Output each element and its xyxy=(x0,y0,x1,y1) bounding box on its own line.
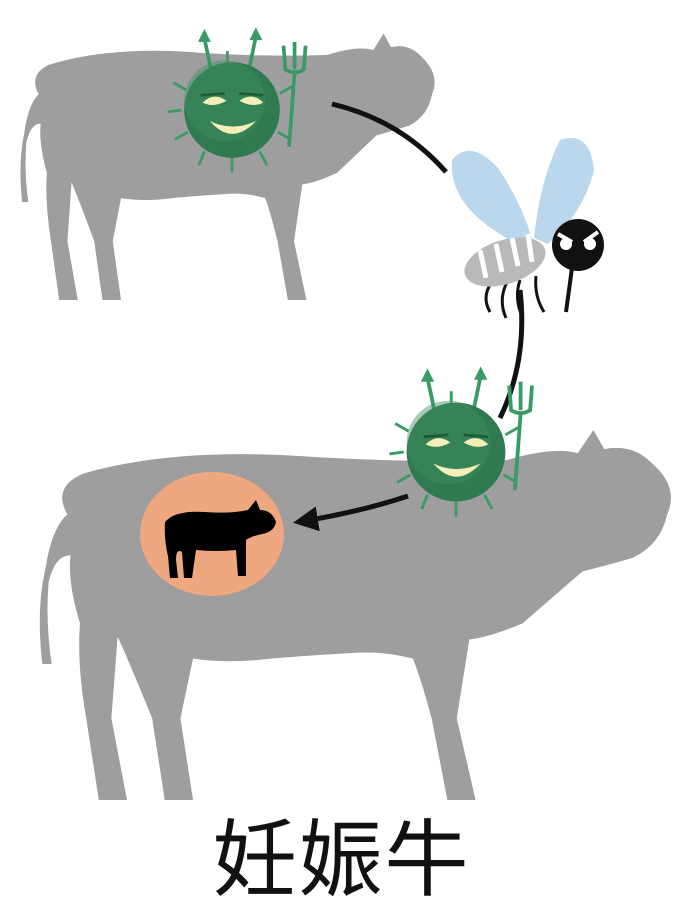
pregnant-cow xyxy=(40,430,671,800)
mosquito-icon xyxy=(452,138,604,318)
pregnant-cow-caption: 妊娠牛 xyxy=(0,812,683,908)
fetus-calf-icon xyxy=(140,472,284,596)
